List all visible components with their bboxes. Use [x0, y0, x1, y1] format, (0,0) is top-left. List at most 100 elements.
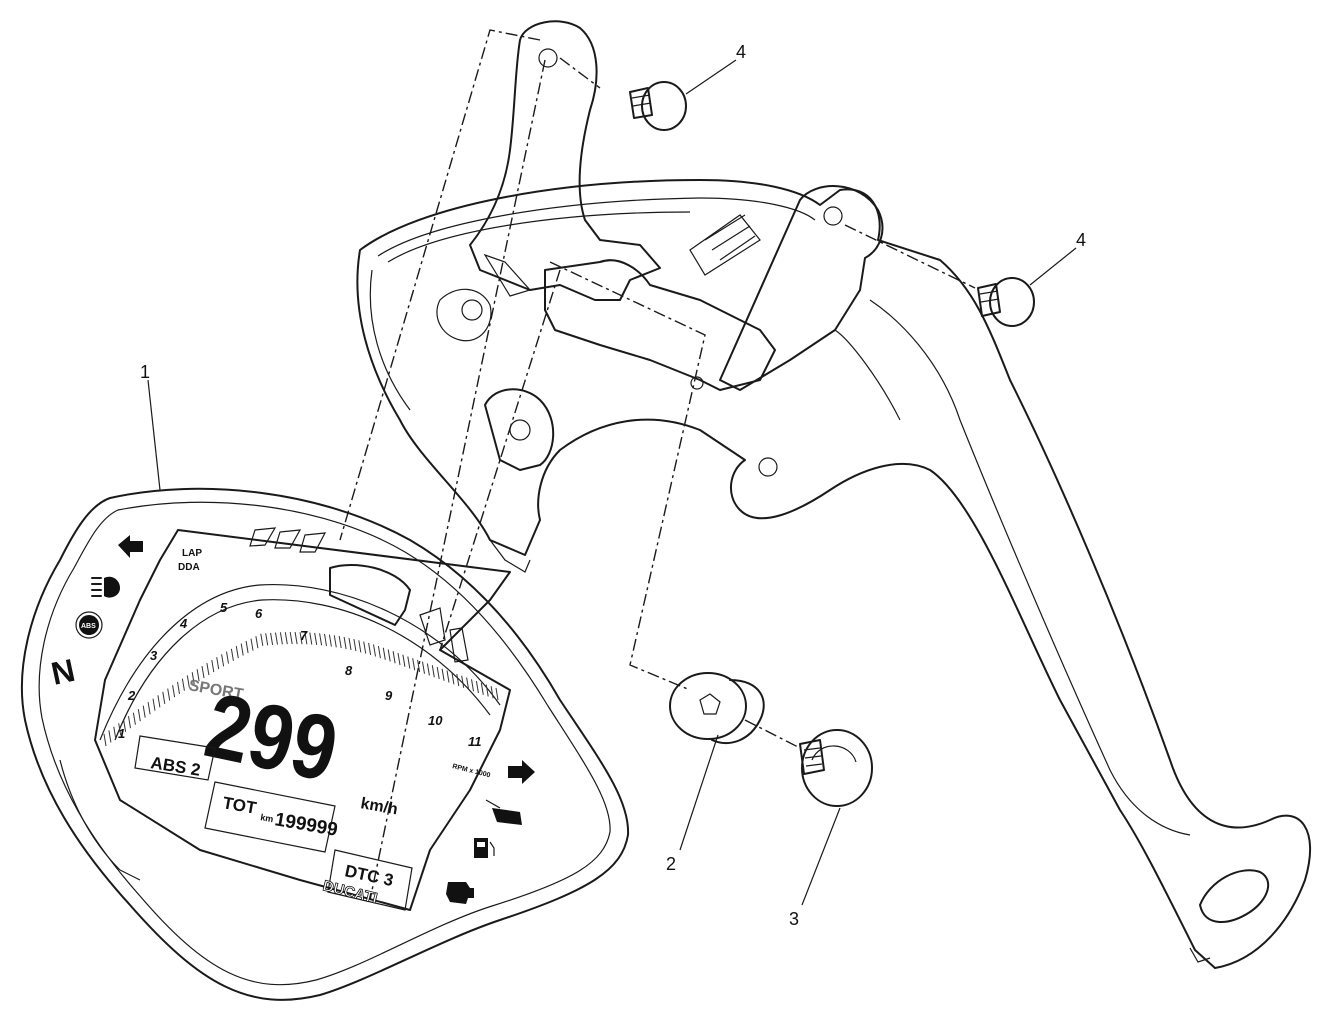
tach-tick — [407, 656, 411, 669]
rpm-unit: RPM x 1000 — [452, 763, 492, 779]
tach-label: 10 — [428, 713, 443, 728]
tach-tick — [466, 677, 470, 690]
tach-tick — [128, 716, 131, 729]
tach-tick — [191, 672, 195, 685]
tach-tick — [471, 679, 474, 692]
tach-tick — [113, 726, 117, 739]
fuel-icon — [474, 838, 495, 858]
tach-tick — [353, 639, 357, 652]
turn-right-icon — [508, 760, 535, 784]
instrument-bracket — [356, 20, 1311, 969]
abs-level: ABS 2 — [149, 753, 201, 780]
tach-tick — [382, 647, 386, 660]
tach-tick — [181, 678, 185, 691]
tach-tick — [216, 657, 220, 670]
tach-tick — [485, 684, 489, 697]
tach-tick — [348, 637, 352, 651]
tach-tick — [206, 662, 210, 676]
tach-tick — [211, 660, 215, 673]
tach-label: 6 — [255, 606, 263, 621]
tach-tick — [230, 648, 234, 661]
speed-unit: km/h — [359, 795, 399, 818]
tach-label: 9 — [385, 688, 393, 703]
tach-tick — [137, 709, 141, 722]
tach-label: 7 — [300, 628, 308, 643]
callout-2: 2 — [666, 854, 676, 874]
tach-tick — [162, 691, 166, 704]
tach-tick — [446, 670, 450, 683]
tach-tick — [436, 666, 440, 680]
tach-tick — [245, 640, 249, 654]
tach-tick — [426, 663, 430, 676]
oil-pressure-icon — [485, 799, 522, 825]
tach-tick — [422, 661, 425, 674]
tach-tick — [265, 633, 269, 646]
tach-tick — [255, 636, 259, 649]
screw-4-upper — [629, 81, 687, 131]
tach-tick — [328, 634, 332, 647]
engine-check-icon — [446, 882, 474, 904]
tach-tick — [147, 702, 151, 715]
tach-label: 5 — [220, 600, 228, 615]
callout-3: 3 — [789, 909, 799, 929]
tach-tick — [235, 646, 239, 659]
tach-tick — [177, 681, 180, 694]
tach-tick — [118, 723, 122, 736]
tach-tick — [309, 632, 313, 645]
tach-tick — [338, 636, 342, 649]
dda-label: DDA — [178, 562, 200, 573]
tach-tick — [456, 673, 460, 687]
tach-tick — [157, 695, 161, 708]
tach-tick — [412, 658, 416, 671]
screw-4-right — [977, 277, 1035, 327]
odometer-label: TOT — [221, 793, 258, 818]
tach-tick — [250, 638, 254, 651]
tach-tick — [226, 651, 229, 664]
tach-tick — [108, 730, 112, 743]
callout-1: 1 — [140, 362, 150, 382]
tach-tick — [431, 665, 435, 678]
tach-tick — [221, 654, 225, 667]
tach-tick — [132, 712, 136, 725]
tach-label: 4 — [179, 616, 188, 631]
tach-tick — [377, 645, 381, 659]
tach-tick — [319, 633, 323, 646]
tach-tick — [304, 632, 308, 645]
tach-tick — [289, 632, 293, 645]
tach-tick — [451, 672, 455, 685]
tach-tick — [441, 668, 445, 681]
tach-tick — [142, 705, 146, 718]
tach-tick — [387, 649, 391, 662]
tach-tick — [475, 680, 479, 694]
tach-tick — [196, 669, 200, 682]
lap-label: LAP — [182, 548, 202, 559]
odometer-unit: km — [260, 812, 275, 824]
tach-tick — [201, 665, 205, 679]
tach-tick — [152, 698, 156, 711]
tach-tick — [402, 654, 406, 667]
tach-tick — [373, 644, 376, 657]
screw-3 — [799, 729, 873, 807]
tach-tick — [186, 675, 190, 688]
tach-tick — [392, 651, 396, 664]
tach-tick — [275, 632, 278, 645]
tach-tick — [417, 659, 421, 673]
tach-tick — [103, 733, 107, 747]
callout-4-upper: 4 — [736, 42, 746, 62]
high-beam-icon — [91, 576, 120, 598]
turn-left-icon — [118, 535, 143, 558]
tach-tick — [279, 632, 283, 645]
assembly-guide-lines — [339, 29, 976, 901]
tach-tick — [260, 633, 264, 646]
tach-label: 8 — [345, 663, 353, 678]
tach-tick — [358, 640, 362, 653]
rubber-grommet — [669, 672, 765, 745]
tach-tick — [324, 633, 327, 647]
tach-label: 11 — [468, 734, 482, 749]
tach-tick — [314, 632, 318, 646]
tach-tick — [368, 642, 372, 656]
tach-tick — [284, 632, 288, 645]
tach-tick — [167, 688, 171, 701]
